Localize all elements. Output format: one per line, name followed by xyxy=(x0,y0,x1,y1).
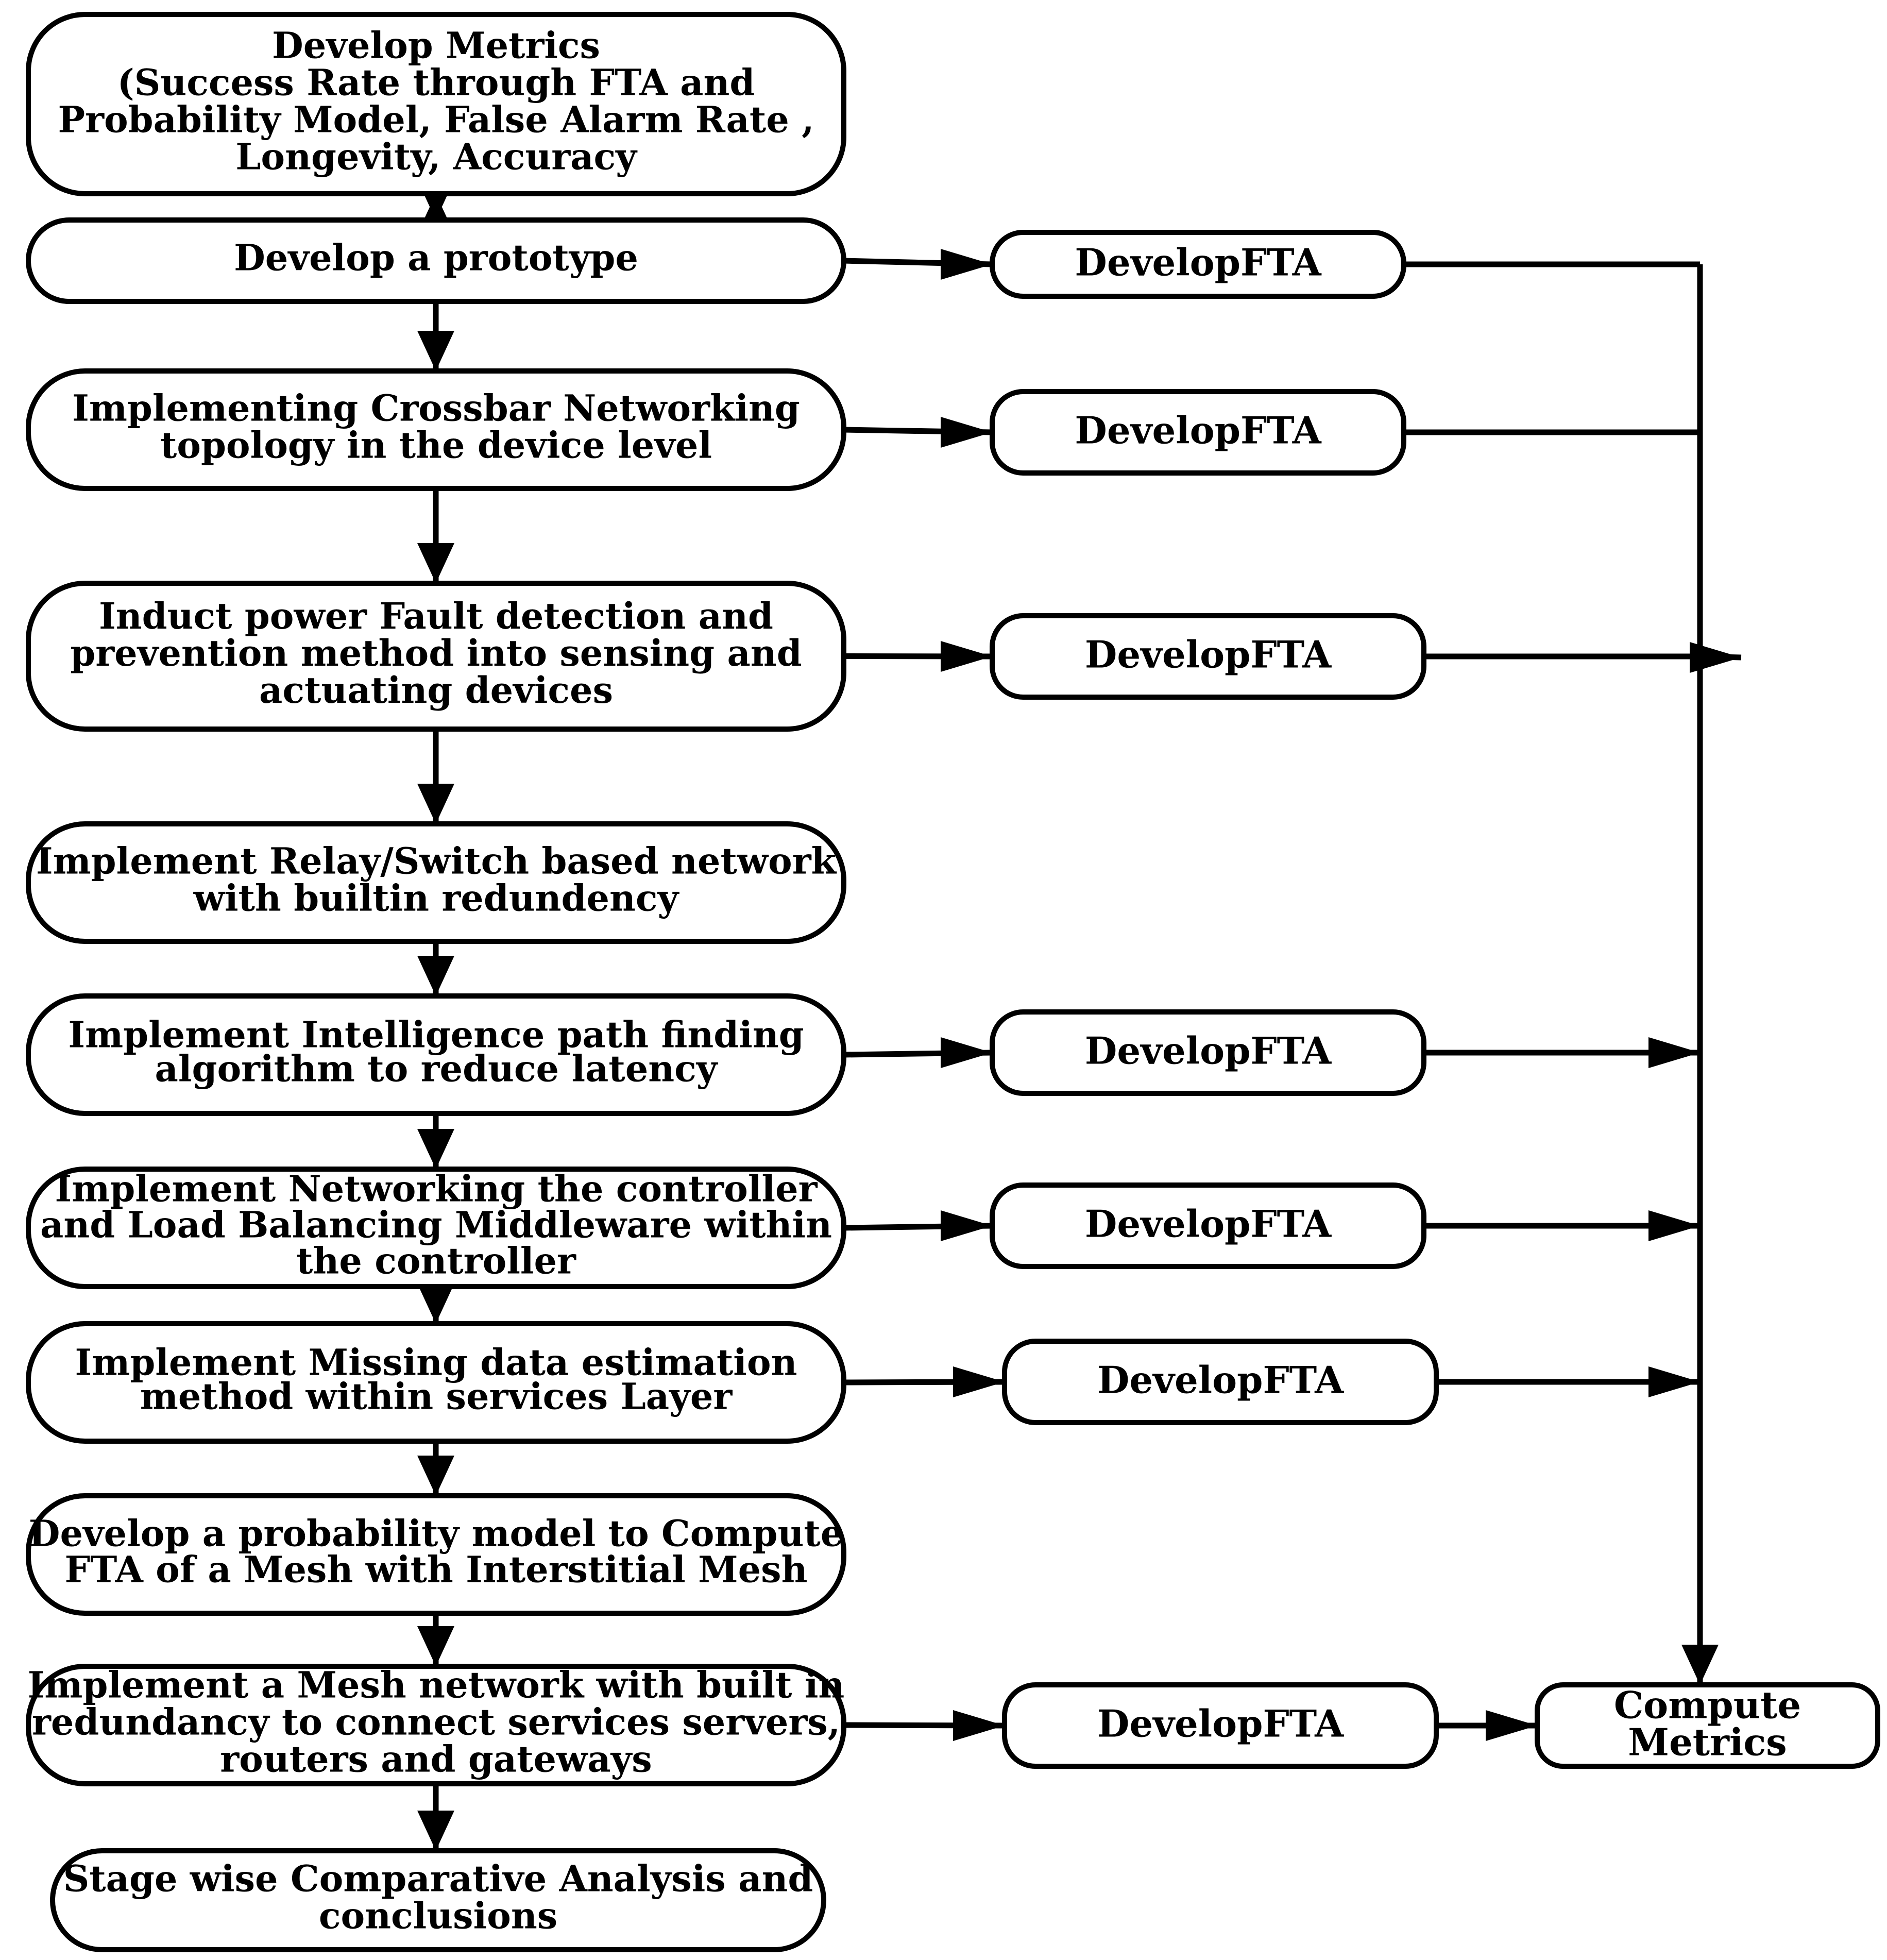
step-node-load-balancing-line: Implement Networking the controller xyxy=(55,1168,818,1210)
step-node-comparative-line: conclusions xyxy=(319,1895,557,1937)
down-arrow-head xyxy=(417,543,454,583)
step-node-missing-data-line: Implement Missing data estimation xyxy=(75,1341,797,1384)
node-layer: Develop Metrics(Success Rate through FTA… xyxy=(26,12,1880,1952)
down-arrow-head xyxy=(417,1626,454,1666)
fta-node-label: DevelopFTA xyxy=(1085,633,1332,677)
step-node-comparative xyxy=(50,1848,826,1952)
fta-node xyxy=(990,1182,1426,1269)
down-arrow-head xyxy=(417,1283,454,1324)
step-node-relay-switch-line: Implement Relay/Switch based network xyxy=(36,840,837,883)
step-node-power-fault-line: Induct power Fault detection and xyxy=(99,595,773,637)
step-node-probability-model xyxy=(26,1493,846,1616)
right-arrow-head xyxy=(953,1366,1005,1397)
fta-node xyxy=(990,1009,1426,1096)
fta-node-label: DevelopFTA xyxy=(1075,241,1321,284)
fta-node xyxy=(990,389,1406,476)
step-node-power-fault xyxy=(26,581,846,732)
step-node-path-finding-line: algorithm to reduce latency xyxy=(155,1047,719,1090)
step-node-metrics xyxy=(26,12,846,196)
step-node-load-balancing xyxy=(26,1167,846,1289)
fta-node xyxy=(990,613,1426,700)
step-node-power-fault-line: prevention method into sensing and xyxy=(70,632,802,674)
right-arrow-head xyxy=(941,1210,992,1241)
compute-metrics-node-line: Compute xyxy=(1614,1683,1801,1727)
step-node-prototype xyxy=(26,217,846,304)
connector-layer xyxy=(417,180,1742,1851)
down-arrow-head xyxy=(417,331,454,371)
step-node-metrics-line: Develop Metrics xyxy=(272,24,600,67)
step-node-power-fault-line: actuating devices xyxy=(259,669,613,712)
step-node-mesh-network xyxy=(26,1664,846,1786)
step-node-missing-data xyxy=(26,1321,846,1444)
step-node-prototype-line: Develop a prototype xyxy=(234,236,638,279)
step-node-relay-switch xyxy=(26,821,846,944)
fta-node-label: DevelopFTA xyxy=(1075,409,1321,452)
fta-node-label: DevelopFTA xyxy=(1085,1202,1332,1246)
compute-metrics-node-line: Metrics xyxy=(1628,1720,1787,1764)
right-arrow-head xyxy=(1648,1037,1700,1068)
step-node-probability-model-line: Develop a probability model to Compute xyxy=(29,1512,843,1555)
fta-node xyxy=(990,230,1406,299)
right-arrow-head xyxy=(1648,1210,1700,1241)
step-node-crossbar xyxy=(26,368,846,491)
step-node-mesh-network-line: routers and gateways xyxy=(220,1738,652,1781)
step-node-load-balancing-line: and Load Balancing Middleware within xyxy=(40,1204,832,1246)
down-arrow-head xyxy=(417,956,454,996)
fta-node-label: DevelopFTA xyxy=(1085,1029,1332,1073)
fta-node-label: DevelopFTA xyxy=(1097,1702,1344,1746)
right-arrow-head xyxy=(941,641,992,672)
step-node-crossbar-line: topology in the device level xyxy=(160,424,712,467)
right-arrow-head xyxy=(941,249,992,280)
down-arrow-head xyxy=(417,784,454,824)
step-node-path-finding-line: Implement Intelligence path finding xyxy=(68,1013,804,1056)
step-node-mesh-network-line: redundancy to connect services servers, xyxy=(32,1701,840,1744)
right-arrow-head xyxy=(1690,642,1741,673)
down-arrow-head xyxy=(417,1811,454,1851)
fta-node-label: DevelopFTA xyxy=(1097,1358,1344,1402)
right-arrow-head xyxy=(1648,1366,1700,1397)
right-arrow-head xyxy=(941,1037,992,1068)
step-node-metrics-line: (Success Rate through FTA and xyxy=(117,61,755,104)
step-node-probability-model-line: FTA of a Mesh with Interstitial Mesh xyxy=(65,1548,808,1591)
down-arrow-head xyxy=(417,1456,454,1496)
right-arrow-head xyxy=(941,417,992,448)
down-arrow-head xyxy=(417,1129,454,1169)
step-node-path-finding xyxy=(26,993,846,1116)
fta-node xyxy=(1002,1339,1439,1425)
fta-node xyxy=(1002,1682,1439,1769)
step-node-metrics-line: Longevity, Accuracy xyxy=(235,136,638,178)
step-node-missing-data-line: method within services Layer xyxy=(140,1375,733,1418)
step-node-crossbar-line: Implementing Crossbar Networking xyxy=(72,387,800,430)
step-node-comparative-line: Stage wise Comparative Analysis and xyxy=(63,1857,813,1900)
step-node-load-balancing-line: the controller xyxy=(296,1240,576,1282)
step-node-metrics-line: Probability Model, False Alarm Rate , xyxy=(58,98,814,141)
step-node-mesh-network-line: Implement a Mesh network with built in xyxy=(28,1664,845,1706)
right-arrow-head xyxy=(953,1710,1005,1741)
compute-metrics-node xyxy=(1535,1682,1880,1769)
down-arrow-head xyxy=(1681,1645,1719,1685)
right-arrow-head xyxy=(1486,1710,1537,1741)
step-node-relay-switch-line: with builtin redundency xyxy=(193,877,680,920)
